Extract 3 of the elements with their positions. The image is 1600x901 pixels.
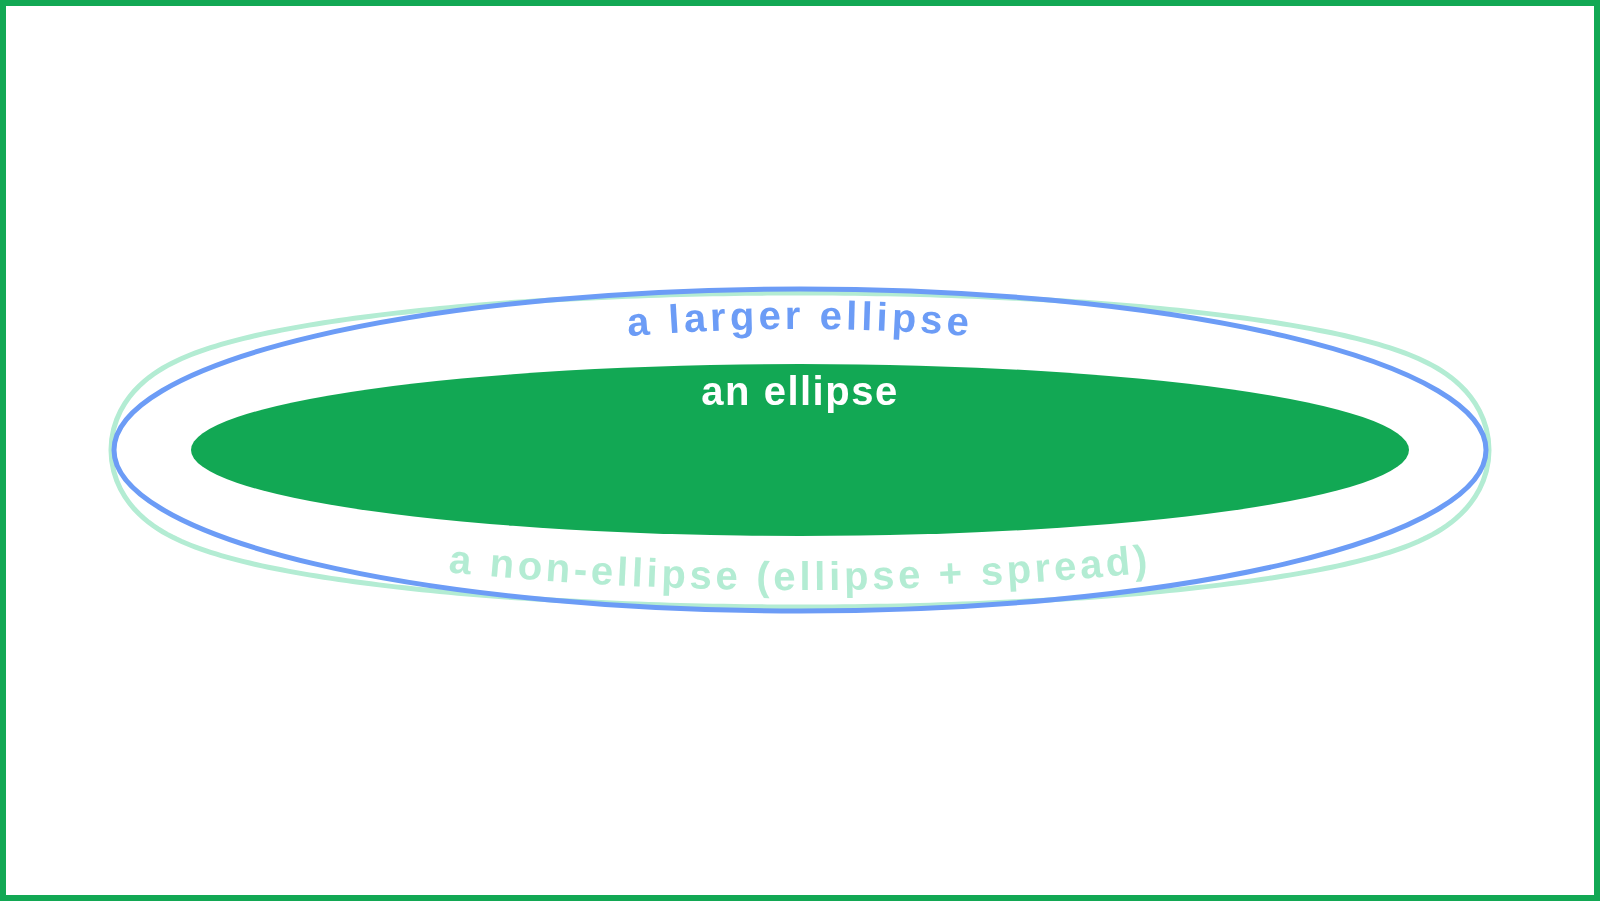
outline-label: a non-ellipse (ellipse + spread) — [447, 536, 1153, 598]
outline-label: a larger ellipse — [625, 293, 975, 345]
shape-label: an ellipse — [701, 368, 899, 414]
